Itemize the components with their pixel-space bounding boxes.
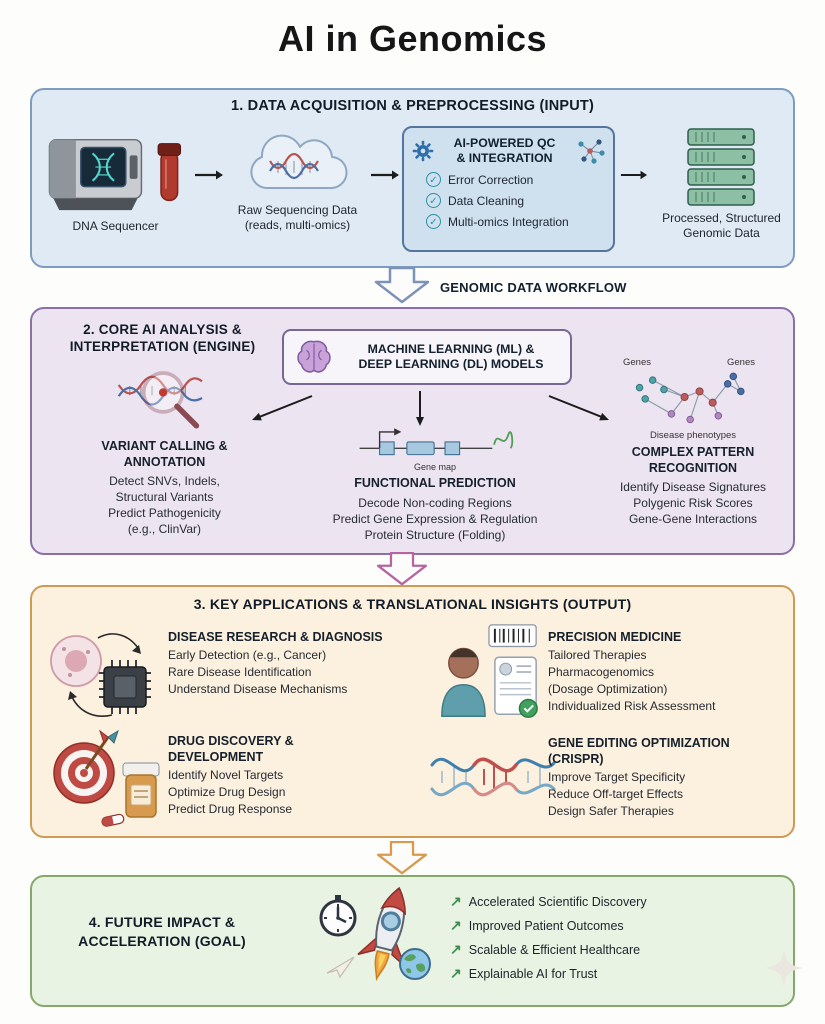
gene-network-icon [635,372,745,424]
target-pills-icon [53,729,160,827]
arrow-right-icon [620,170,648,180]
network-icon [578,139,605,164]
dna-sequencer-label: DNA Sequencer [72,219,159,233]
check-circle-icon: ✓ [426,193,441,208]
rocket-icon [357,886,406,982]
branch-functional-prediction-title: FUNCTIONAL PREDICTION [354,476,516,490]
disease-phenotypes-label: Disease phenotypes [649,430,737,441]
trend-up-icon: ↗ [450,893,462,909]
ml-dl-models-box: MACHINE LEARNING (ML) & DEEP LEARNING (D… [282,329,572,385]
app-title: GENE EDITING OPTIMIZATION (CRISPR) [548,736,730,766]
branch-functional-prediction-body: Decode Non-coding Regions Predict Gene E… [332,495,538,542]
section4-header: 4. FUTURE IMPACT & ACCELERATION (GOAL) [78,914,246,949]
qc-item: ✓ Multi-omics Integration [426,214,605,229]
trend-up-icon: ↗ [450,941,462,957]
arrow-down-icon [416,391,424,426]
genes-label-right: Genes [727,357,755,368]
magnifier-dna-icon [117,371,203,429]
branch-pattern-recognition-body: Identify Disease Signatures Polygenic Ri… [619,480,767,526]
app-body: Improve Target Specificity Reduce Off-ta… [548,770,686,818]
branch-functional-prediction: Gene map FUNCTIONAL PREDICTION Decode No… [304,421,566,543]
goal-item: ↗ Accelerated Scientific Discovery [450,893,647,911]
down-block-arrow-icon [374,267,430,304]
qc-item: ✓ Error Correction [426,172,605,187]
gene-network-icon-group: Genes Genes [613,357,773,441]
clock-icon [319,895,357,937]
branch-variant-calling-title: VARIANT CALLING & ANNOTATION [101,439,228,469]
goal-list: ↗ Accelerated Scientific Discovery ↗ Imp… [450,893,647,989]
trend-up-icon: ↗ [450,965,462,981]
raw-data-label: Raw Sequencing Data (reads, multi-omics) [237,203,358,232]
page-title: AI in Genomics [277,18,548,59]
brain-icon [297,340,331,373]
app-disease-research: DISEASE RESEARCH & DIAGNOSIS Early Detec… [168,629,430,698]
app-precision-medicine: PRECISION MEDICINE Tailored Therapies Ph… [548,629,790,715]
goal-item: ↗ Explainable AI for Trust [450,965,647,983]
qc-item-label: Multi-omics Integration [448,214,569,229]
workflow-label: GENOMIC DATA WORKFLOW [440,280,627,295]
patient-record-icon [441,624,538,718]
qc-item: ✓ Data Cleaning [426,193,605,208]
goal-item-label: Explainable AI for Trust [468,967,598,981]
down-block-arrow-icon [376,552,428,586]
branch-pattern-recognition: Genes Genes [594,357,792,527]
app-title: DRUG DISCOVERY & DEVELOPMENT [168,734,294,764]
section1-header: 1. DATA ACQUISITION & PREPROCESSING (INP… [230,98,595,114]
app-body: Early Detection (e.g., Cancer) Rare Dise… [168,648,348,696]
qc-box-title: AI-POWERED QC & INTEGRATION [453,136,556,165]
raw-data-item: Raw Sequencing Data (reads, multi-omics) [225,130,370,233]
arrow-down-left-icon [252,395,313,421]
globe-icon [399,948,431,980]
qc-item-label: Data Cleaning [448,193,525,208]
section-core-ai-analysis: 2. CORE AI ANALYSIS & INTERPRETATION (EN… [30,307,795,555]
branch-variant-calling-body: Detect SNVs, Indels, Structural Variants… [108,474,221,536]
branch-variant-calling: VARIANT CALLING & ANNOTATION Detect SNVs… [62,361,267,537]
dna-sequencer-icon [48,138,181,211]
genes-label-left: Genes [623,357,651,368]
gene-map-icon [359,428,513,456]
goal-item: ↗ Improved Patient Outcomes [450,917,647,935]
app-body: Identify Novel Targets Optimize Drug Des… [168,768,293,816]
goal-item-label: Accelerated Scientific Discovery [468,895,647,909]
processed-data-item: Processed, Structured Genomic Data [648,128,795,241]
gene-map-label: Gene map [413,462,457,472]
paper-plane-icon [326,956,355,979]
goal-item-label: Scalable & Efficient Healthcare [468,943,641,957]
app-body: Tailored Therapies Pharmacogenomics (Dos… [548,648,716,713]
qc-item-label: Error Correction [448,172,534,187]
arrow-right-icon [195,170,223,180]
app-drug-discovery: DRUG DISCOVERY & DEVELOPMENT Identify No… [168,733,423,818]
server-stack-icon [686,128,755,206]
cell-chip-icon [50,633,151,717]
processed-data-label: Processed, Structured Genomic Data [662,211,781,240]
branch-pattern-recognition-title: COMPLEX PATTERN RECOGNITION [631,445,755,475]
goal-item: ↗ Scalable & Efficient Healthcare [450,941,647,959]
arrow-down-right-icon [548,395,609,421]
section2-header: 2. CORE AI ANALYSIS & INTERPRETATION (EN… [69,322,256,354]
section-future-impact: 4. FUTURE IMPACT & ACCELERATION (GOAL) [30,875,795,1007]
sparkle-icon [764,948,804,988]
dna-sequencer-item: DNA Sequencer [38,126,193,234]
gear-icon [412,140,434,162]
app-gene-editing: GENE EDITING OPTIMIZATION (CRISPR) Impro… [548,735,792,820]
section-key-applications: 3. KEY APPLICATIONS & TRANSLATIONAL INSI… [30,585,795,838]
ml-dl-models-label: MACHINE LEARNING (ML) & DEEP LEARNING (D… [358,342,544,371]
ai-qc-integration-box: AI-POWERED QC & INTEGRATION ✓ Error Corr… [402,126,615,252]
cloud-dna-icon [249,134,348,190]
trend-up-icon: ↗ [450,917,462,933]
check-circle-icon: ✓ [426,214,441,229]
crispr-dna-icon [430,757,556,797]
app-title: PRECISION MEDICINE [548,630,682,644]
app-title: DISEASE RESEARCH & DIAGNOSIS [168,630,383,644]
section-data-acquisition: 1. DATA ACQUISITION & PREPROCESSING (INP… [30,88,795,268]
check-circle-icon: ✓ [426,172,441,187]
goal-item-label: Improved Patient Outcomes [468,919,624,933]
arrow-right-icon [371,170,399,180]
section3-header: 3. KEY APPLICATIONS & TRANSLATIONAL INSI… [193,596,632,612]
down-block-arrow-icon [376,841,428,875]
